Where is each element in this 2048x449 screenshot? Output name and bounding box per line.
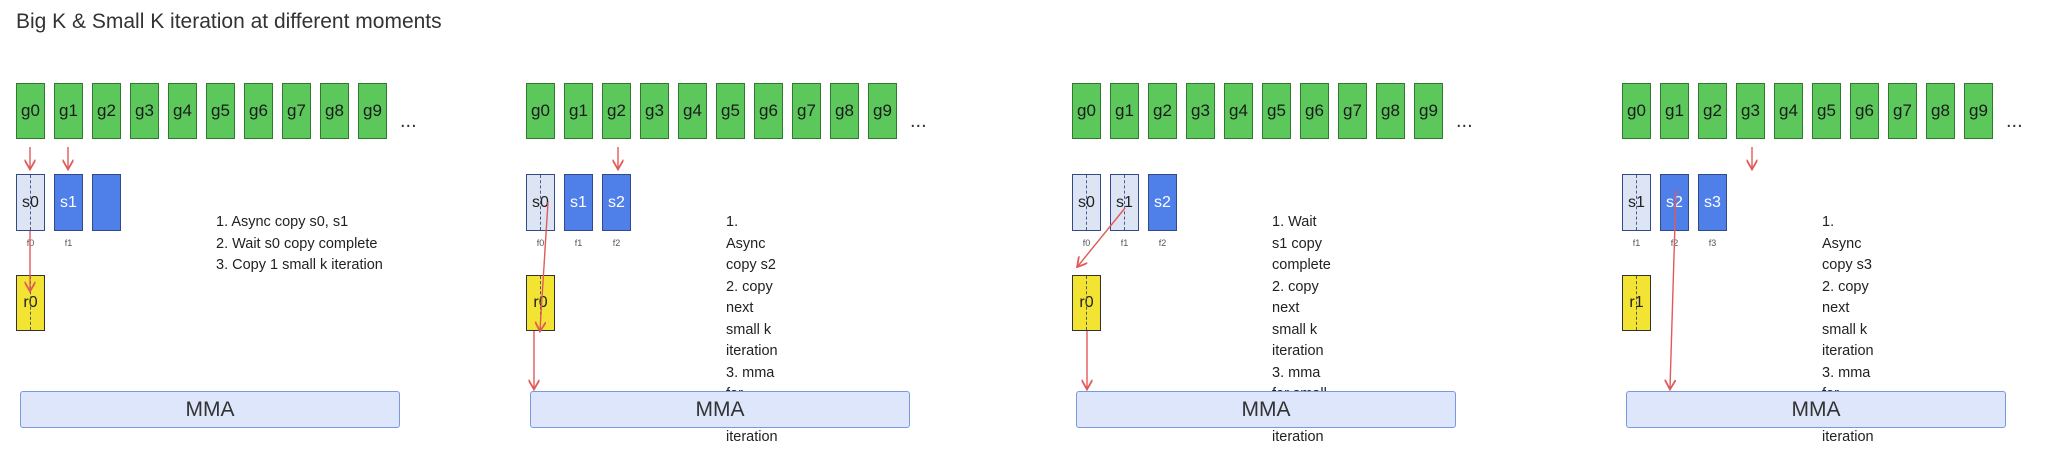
global-tile-g1: g1 xyxy=(54,83,83,139)
flag-label-f3: f3 xyxy=(1708,238,1717,248)
global-tile-g6: g6 xyxy=(1300,83,1329,139)
step-2: 2. copy next small k iteration xyxy=(1272,278,1324,360)
global-tile-g3: g3 xyxy=(1186,83,1215,139)
global-tile-g7: g7 xyxy=(1888,83,1917,139)
mma-block: MMA xyxy=(1626,391,2006,428)
global-tile-g5: g5 xyxy=(1812,83,1841,139)
global-tile-g9: g9 xyxy=(868,83,897,139)
step-1: 1. Async copy s0, s1 xyxy=(216,214,349,230)
global-tile-g4: g4 xyxy=(1224,83,1253,139)
global-tile-g5: g5 xyxy=(206,83,235,139)
global-tile-g7: g7 xyxy=(282,83,311,139)
global-tile-g0: g0 xyxy=(1622,83,1651,139)
global-tile-g3: g3 xyxy=(130,83,159,139)
flag-label-f0: f0 xyxy=(1082,238,1091,248)
global-tile-g2: g2 xyxy=(1148,83,1177,139)
ellipsis: ... xyxy=(1456,110,1473,132)
global-tile-g1: g1 xyxy=(1660,83,1689,139)
smem-tile-s1: s1 xyxy=(1622,174,1651,231)
global-tile-g0: g0 xyxy=(16,83,45,139)
flag-label-f1: f1 xyxy=(574,238,583,248)
global-tile-g1: g1 xyxy=(564,83,593,139)
global-tile-g7: g7 xyxy=(1338,83,1367,139)
smem-tile-s0: s0 xyxy=(1072,174,1101,231)
register-tile-r0: r0 xyxy=(1072,275,1101,331)
smem-tile-s1: s1 xyxy=(1110,174,1139,231)
flag-label-f2: f2 xyxy=(612,238,621,248)
global-tile-g0: g0 xyxy=(526,83,555,139)
global-tile-g6: g6 xyxy=(244,83,273,139)
global-tile-g3: g3 xyxy=(640,83,669,139)
global-tile-g4: g4 xyxy=(168,83,197,139)
global-tile-g7: g7 xyxy=(792,83,821,139)
global-tile-g8: g8 xyxy=(830,83,859,139)
step-2: 2. copy next small k iteration xyxy=(726,278,778,360)
global-tile-g6: g6 xyxy=(754,83,783,139)
smem-tile-s0: s0 xyxy=(16,174,45,231)
step-3: 3. Copy 1 small k iteration xyxy=(216,257,383,273)
smem-tile-s2: s2 xyxy=(602,174,631,231)
mma-block: MMA xyxy=(530,391,910,428)
flag-label-f1: f1 xyxy=(1120,238,1129,248)
global-tile-g4: g4 xyxy=(678,83,707,139)
global-tile-g8: g8 xyxy=(1926,83,1955,139)
global-tile-g5: g5 xyxy=(1262,83,1291,139)
ellipsis: ... xyxy=(400,110,417,132)
global-tile-g8: g8 xyxy=(320,83,349,139)
smem-tile-s2: s2 xyxy=(1148,174,1177,231)
global-tile-g2: g2 xyxy=(92,83,121,139)
smem-tile-s1: s1 xyxy=(564,174,593,231)
register-tile-r1: r1 xyxy=(1622,275,1651,331)
global-tile-g6: g6 xyxy=(1850,83,1879,139)
flag-label-f1: f1 xyxy=(64,238,73,248)
smem-tile-s0: s0 xyxy=(526,174,555,231)
step-2: 2. copy next small k iteration xyxy=(1822,278,1874,360)
flag-label-f1: f1 xyxy=(1632,238,1641,248)
flag-label-f0: f0 xyxy=(536,238,545,248)
diagram-title: Big K & Small K iteration at different m… xyxy=(16,10,442,33)
flag-label-f2: f2 xyxy=(1158,238,1167,248)
smem-tile-s3: s3 xyxy=(1698,174,1727,231)
mma-block: MMA xyxy=(1076,391,1456,428)
step-1: 1. Async copy s2 xyxy=(726,214,776,273)
smem-tile-empty xyxy=(92,174,121,231)
global-tile-g8: g8 xyxy=(1376,83,1405,139)
global-tile-g4: g4 xyxy=(1774,83,1803,139)
global-tile-g9: g9 xyxy=(1414,83,1443,139)
mma-block: MMA xyxy=(20,391,400,428)
global-tile-g1: g1 xyxy=(1110,83,1139,139)
ellipsis: ... xyxy=(2006,110,2023,132)
step-1: 1. Wait s1 copy complete xyxy=(1272,214,1331,273)
global-tile-g2: g2 xyxy=(602,83,631,139)
smem-tile-s2: s2 xyxy=(1660,174,1689,231)
step-list: 1. Async copy s0, s1 2. Wait s0 copy comp… xyxy=(216,212,383,277)
global-tile-g2: g2 xyxy=(1698,83,1727,139)
global-tile-g5: g5 xyxy=(716,83,745,139)
global-tile-g9: g9 xyxy=(358,83,387,139)
ellipsis: ... xyxy=(910,110,927,132)
flag-label-f2: f2 xyxy=(1670,238,1679,248)
global-tile-g9: g9 xyxy=(1964,83,1993,139)
smem-tile-s1: s1 xyxy=(54,174,83,231)
global-tile-g0: g0 xyxy=(1072,83,1101,139)
step-2: 2. Wait s0 copy complete xyxy=(216,235,378,252)
step-1: 1. Async copy s3 xyxy=(1822,214,1872,273)
register-tile-r0: r0 xyxy=(526,275,555,331)
global-tile-g3: g3 xyxy=(1736,83,1765,139)
